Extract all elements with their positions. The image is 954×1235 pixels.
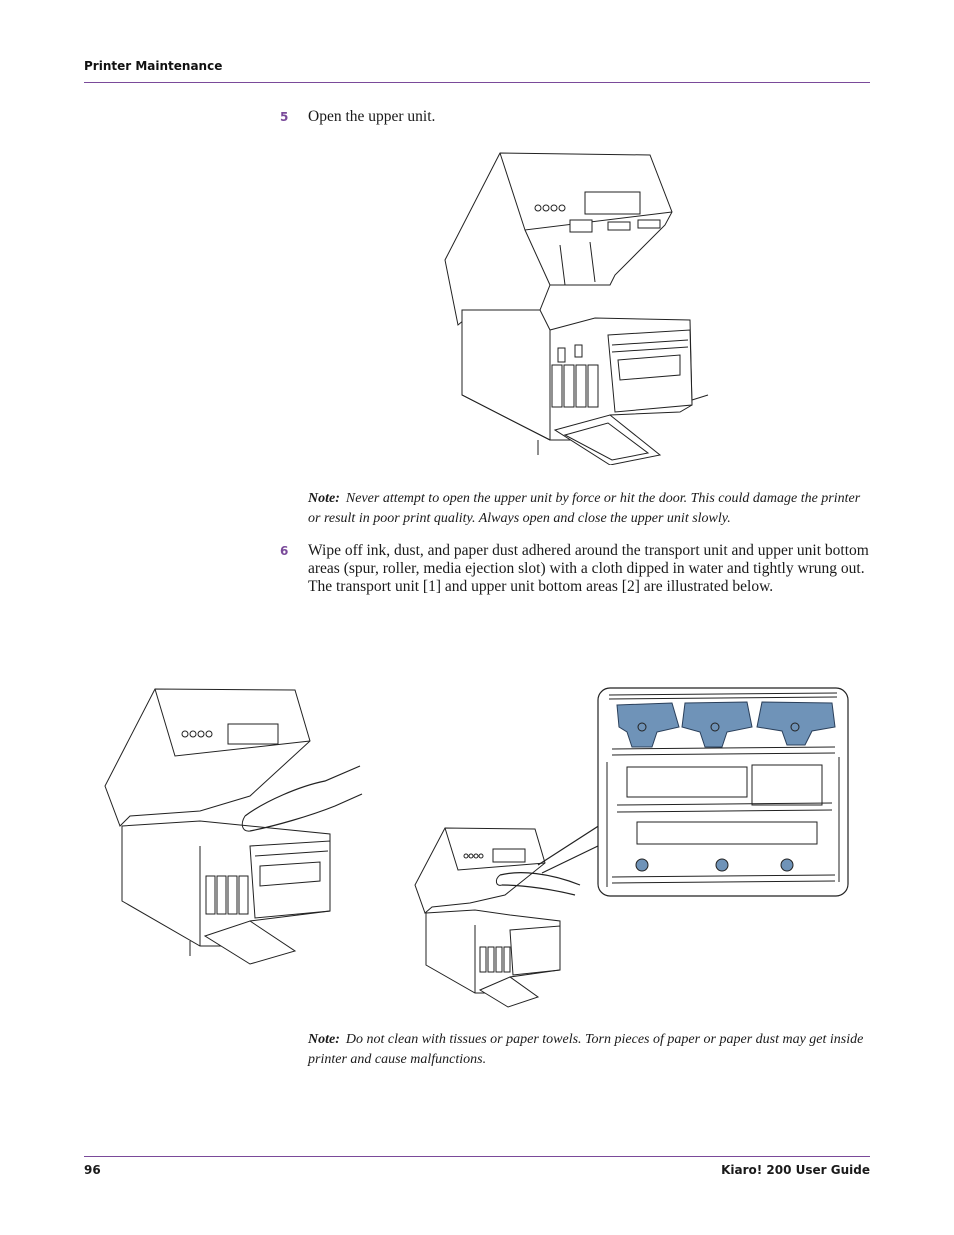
note-upper-unit: Note:Never attempt to open the upper uni… (308, 489, 873, 528)
highlight-area-left (617, 703, 679, 747)
note-cleaning: Note:Do not clean with tissues or paper … (308, 1030, 873, 1069)
note-text: Never attempt to open the upper unit by … (308, 491, 861, 526)
wiping-transport-unit-illustration (100, 686, 365, 976)
footer-rule (84, 1156, 870, 1157)
page-number: 96 (84, 1163, 101, 1177)
wiping-upper-unit-illustration (410, 825, 600, 1010)
step-6-number: 6 (280, 544, 289, 558)
running-header: Printer Maintenance (84, 59, 223, 73)
upper-unit-bottom-detail (597, 687, 849, 897)
highlight-area-center (682, 702, 752, 747)
note-label: Note: (308, 1032, 340, 1047)
note-text: Do not clean with tissues or paper towel… (308, 1032, 864, 1067)
step-5-text: Open the upper unit. (308, 108, 436, 125)
step-6-text: Wipe off ink, dust, and paper dust adher… (308, 542, 869, 595)
note-label: Note: (308, 491, 340, 506)
header-rule (84, 82, 870, 83)
step-5-number: 5 (280, 110, 289, 124)
guide-title: Kiaro! 200 User Guide (721, 1163, 870, 1177)
printer-open-illustration (440, 150, 710, 465)
